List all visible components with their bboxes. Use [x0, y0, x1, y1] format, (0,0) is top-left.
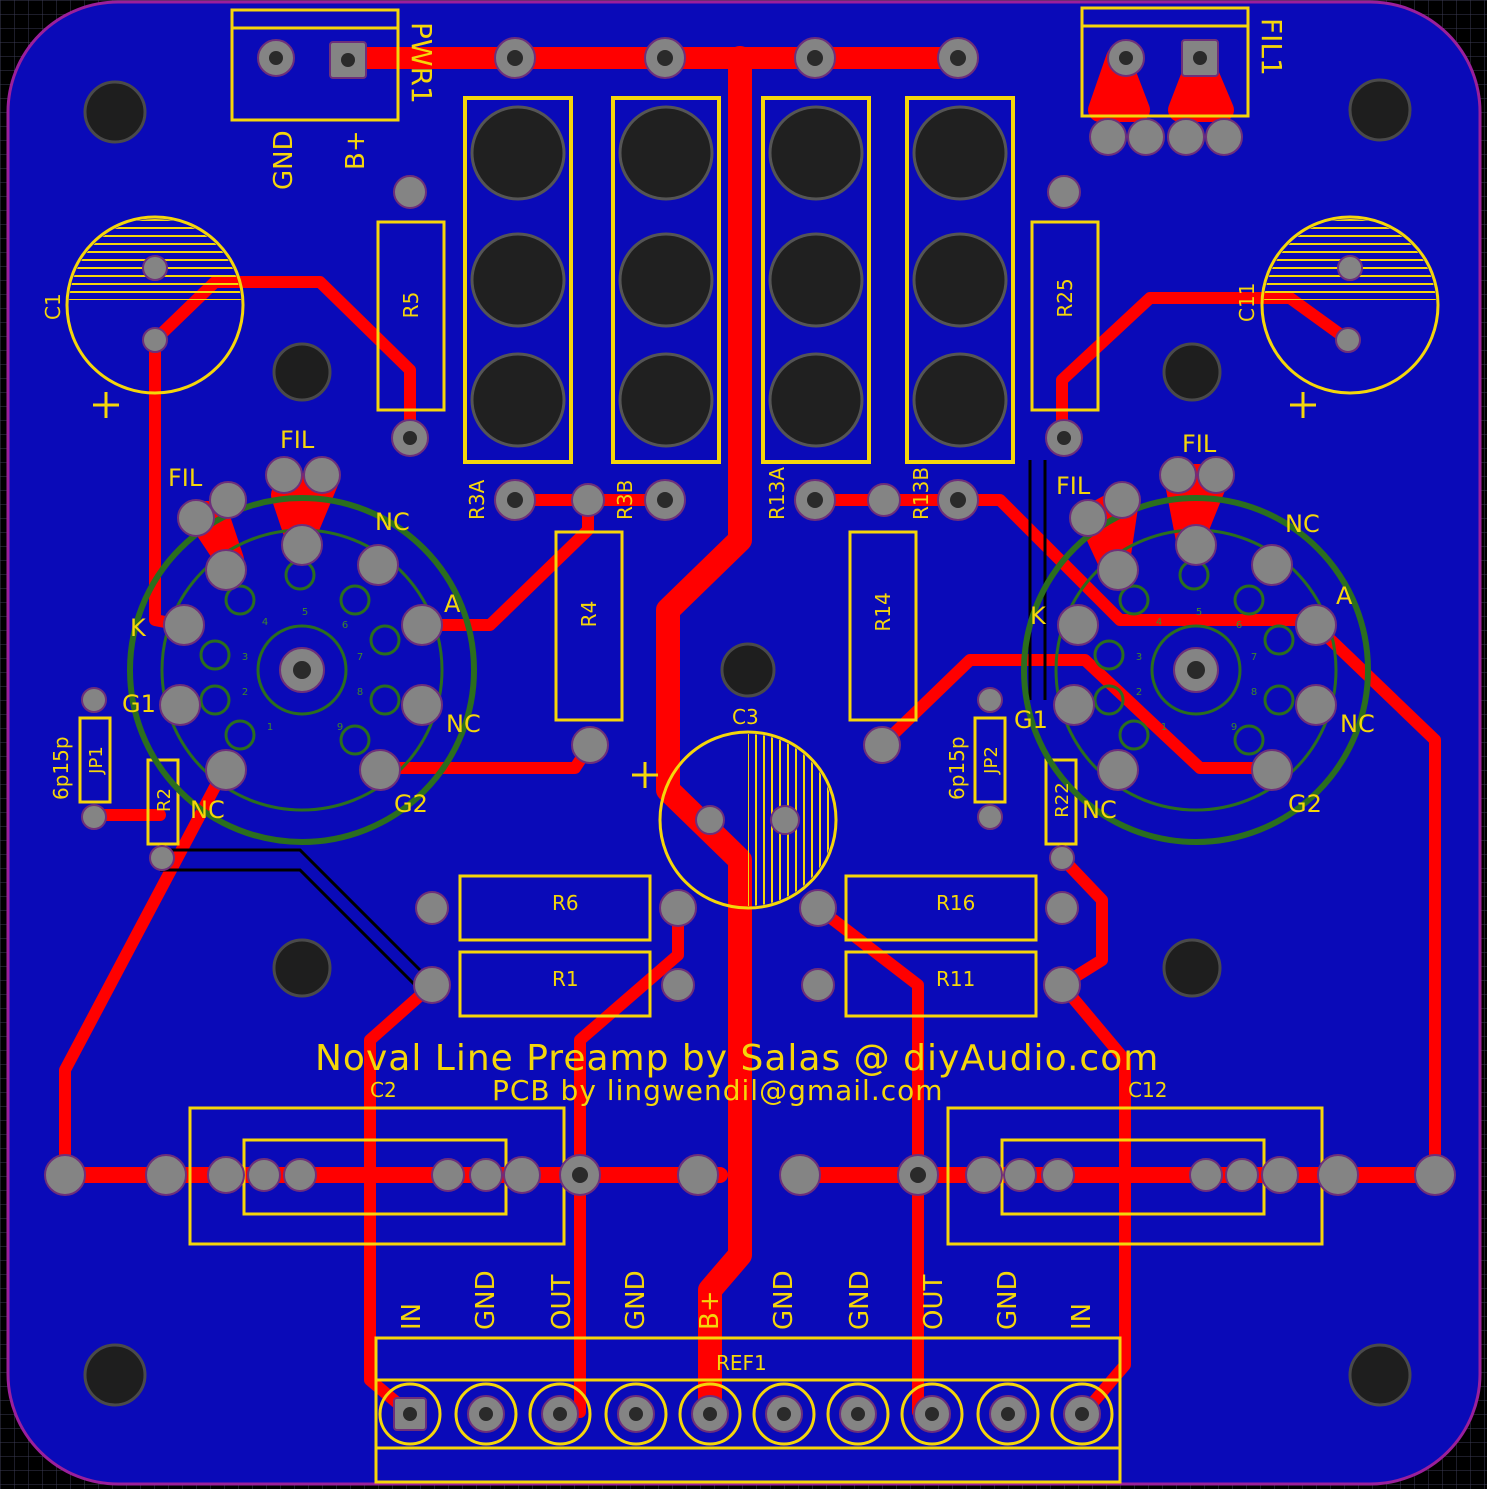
c1-label: C1	[41, 293, 65, 320]
pad-drill-holes	[269, 50, 1207, 1421]
svg-text:5: 5	[302, 607, 308, 618]
connector-pad-rings	[378, 1382, 1114, 1446]
svg-text:6: 6	[1236, 620, 1242, 631]
fil-label-right-2: FIL	[1182, 430, 1217, 458]
svg-text:4: 4	[1156, 617, 1162, 628]
r4-label: R4	[577, 601, 601, 628]
nc-label-left-1: NC	[375, 508, 410, 536]
svg-text:8: 8	[357, 687, 363, 698]
r3b-label: R3B	[613, 480, 637, 520]
gnd-label: GND	[269, 130, 299, 190]
board-credit: PCB by lingwendil@gmail.com	[492, 1074, 944, 1107]
power-resistor-blocks	[463, 96, 1015, 464]
svg-text:7: 7	[357, 652, 363, 663]
r22-label: R22	[1052, 782, 1073, 817]
ref1-label: REF1	[716, 1351, 767, 1375]
pwr1-label: PWR1	[405, 22, 438, 104]
nc-label-right-2: NC	[1340, 710, 1375, 738]
svg-text:2: 2	[1136, 687, 1142, 698]
svg-text:8: 8	[1251, 687, 1257, 698]
c12-label: C12	[1128, 1078, 1167, 1102]
conn-pin-3: OUT	[547, 1275, 577, 1330]
conn-pin-10: IN	[1067, 1303, 1097, 1330]
nc-label-left-3: NC	[190, 796, 225, 824]
svg-text:9: 9	[1231, 722, 1237, 733]
jp1-label: JP1	[86, 746, 107, 775]
svg-text:3: 3	[242, 652, 248, 663]
a-label-right: A	[1336, 582, 1353, 610]
svg-text:9: 9	[337, 722, 343, 733]
r5-label: R5	[399, 292, 423, 319]
r16-label: R16	[936, 891, 975, 915]
c3-label: C3	[732, 705, 759, 729]
nc-label-left-2: NC	[446, 710, 481, 738]
r13a-label: R13A	[765, 467, 789, 520]
fil-label-left-1: FIL	[168, 464, 203, 492]
c2-label: C2	[370, 1078, 397, 1102]
r6-label: R6	[552, 891, 579, 915]
conn-pin-9: GND	[993, 1270, 1023, 1330]
fil-label-left-2: FIL	[280, 426, 315, 454]
svg-text:1: 1	[1161, 722, 1167, 733]
fil1-label: FIL1	[1255, 18, 1288, 76]
jp1-value: 6p15p	[49, 736, 73, 800]
svg-text:3: 3	[1136, 652, 1142, 663]
conn-pin-7: GND	[845, 1270, 875, 1330]
conn-pin-5: B+	[695, 1290, 725, 1330]
nc-label-right-3: NC	[1082, 796, 1117, 824]
pads	[44, 37, 1456, 1433]
nc-label-right-1: NC	[1285, 510, 1320, 538]
svg-text:4: 4	[262, 617, 268, 628]
conn-pin-8: OUT	[919, 1275, 949, 1330]
bplus-label: B+	[341, 130, 371, 170]
svg-text:6: 6	[342, 620, 348, 631]
conn-pin-6: GND	[769, 1270, 799, 1330]
r11-label: R11	[936, 967, 975, 991]
bottom-traces	[160, 460, 1047, 992]
k-label-left: K	[130, 614, 147, 642]
g2-label-right: G2	[1288, 790, 1322, 818]
mounting-holes	[83, 78, 1412, 1407]
c11-label: C11	[1235, 283, 1259, 322]
conn-pin-4: GND	[621, 1270, 651, 1330]
k-label-right: K	[1030, 602, 1047, 630]
g2-label-left: G2	[394, 790, 428, 818]
g1-label-left: G1	[122, 690, 156, 718]
r13b-label: R13B	[909, 467, 933, 520]
conn-pin-1: IN	[397, 1303, 427, 1330]
a-label-left: A	[444, 590, 461, 618]
svg-text:7: 7	[1251, 652, 1257, 663]
r14-label: R14	[871, 592, 895, 631]
silkscreen-outlines	[65, 6, 1440, 1484]
tube-socket-right: 1 2 3 4 5 6 7 8 9	[1021, 495, 1371, 845]
svg-text:5: 5	[1196, 607, 1202, 618]
board-title: Noval Line Preamp by Salas @ diyAudio.co…	[315, 1038, 1159, 1079]
r3a-label: R3A	[465, 479, 489, 520]
r1-label: R1	[552, 967, 579, 991]
jp2-value: 6p15p	[945, 736, 969, 800]
tube-socket-left: 1 2 3 4 5 6 7 8 9	[127, 495, 477, 845]
r25-label: R25	[1053, 278, 1077, 317]
svg-text:1: 1	[267, 722, 273, 733]
svg-text:2: 2	[242, 687, 248, 698]
conn-pin-2: GND	[471, 1270, 501, 1330]
g1-label-right: G1	[1014, 706, 1048, 734]
r2-label: R2	[154, 788, 175, 812]
fil-label-right-1: FIL	[1056, 472, 1091, 500]
jp2-label: JP2	[981, 746, 1002, 775]
